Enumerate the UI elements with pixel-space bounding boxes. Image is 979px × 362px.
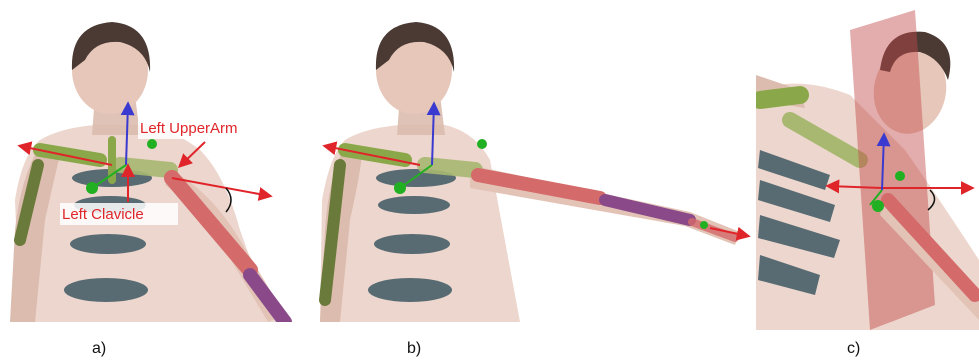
panel-b	[320, 22, 748, 322]
caption-c: c)	[847, 340, 860, 358]
caption-a: a)	[92, 340, 106, 358]
joint-shoulder	[895, 171, 905, 181]
caption-b: b)	[407, 340, 421, 358]
bone-upper-arm-right	[760, 95, 800, 100]
joint-shoulder	[477, 139, 487, 149]
label-clavicle: Left Clavicle	[62, 206, 144, 223]
panel-c	[756, 10, 979, 330]
panel-a	[10, 22, 290, 322]
joint-hand	[700, 221, 708, 229]
label-upper-arm: Left UpperArm	[140, 120, 238, 137]
joint-shoulder	[147, 139, 157, 149]
